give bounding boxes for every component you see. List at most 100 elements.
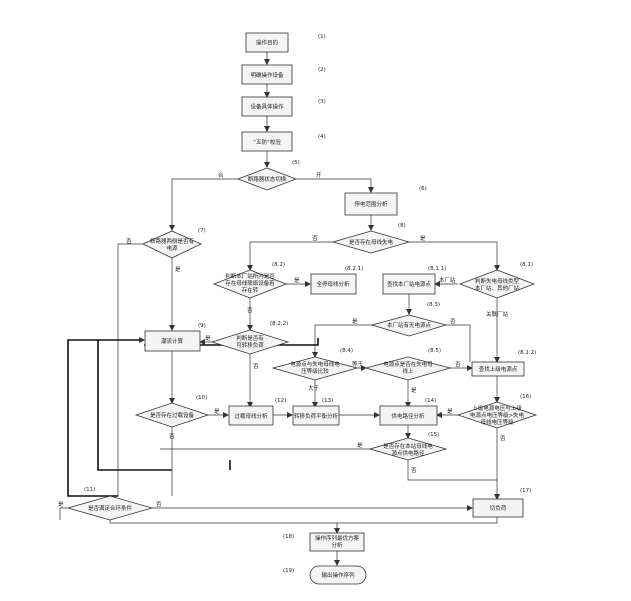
node-11-number: (11) <box>84 487 95 493</box>
node-19: 输出操作序列 (19) <box>283 565 367 585</box>
node-7-edge-no: 否 <box>126 238 132 245</box>
node-8-5-label-line1: 电源点是否在失电母 <box>383 360 433 368</box>
node-8-1-label-line2: 本厂站、其他厂站 <box>475 284 520 292</box>
node-3-label: 设备具体操作 <box>250 103 284 111</box>
node-14-label: 供电路径分析 <box>391 412 425 420</box>
node-8-3-edge-yes: 是 <box>352 318 358 325</box>
node-8-1-2: 查找上级电源点 (8.1.2) <box>471 350 536 377</box>
node-12: 过载母线分析 (12) <box>228 398 286 426</box>
node-8-2-label-line3: 存在转 <box>242 286 259 294</box>
node-8-edge-no: 否 <box>312 235 318 242</box>
node-8-2-1-number: (8.2.1) <box>345 266 363 272</box>
node-16-label-line2: 电源点电压等级>失电 <box>470 411 525 419</box>
node-8-3: 本厂站有无电源点 (8.3) 是 否 <box>352 302 456 337</box>
node-8-5: 电源点是否在失电母 线上 (8.5) 否 是 <box>364 348 461 394</box>
node-17-number: (17) <box>520 488 531 494</box>
node-6-label: 停电范围分析 <box>354 200 388 208</box>
node-8-4: 电源点与失电母线电 压等级比较 (8.4) 大于 等于 <box>271 348 364 392</box>
node-16-number: (16) <box>520 394 531 400</box>
node-17-label: 切负荷 <box>490 504 507 512</box>
node-15-label-line2: 源点供电路径 <box>391 449 425 457</box>
node-9-label: 潮流计算 <box>161 337 184 345</box>
node-7: 断路器两侧是否有 电源 (7) 否 是 <box>126 228 206 273</box>
node-10-number: (10) <box>196 395 207 401</box>
node-1: 操作目的 (1) <box>245 32 326 53</box>
node-8-5-edge-yes: 是 <box>411 387 417 394</box>
node-8-1-2-number: (8.1.2) <box>518 350 536 356</box>
node-6: 停电范围分析 (6) <box>344 186 427 216</box>
node-8-2-2-number: (8.2.2) <box>270 321 288 327</box>
node-8-2-1: 全停母线分析 (8.2.1) <box>310 266 363 295</box>
node-15-edge-yes: 是 <box>357 442 363 449</box>
node-18-number: (18) <box>283 534 294 540</box>
node-4: “五防”校验 (4) <box>241 131 326 152</box>
node-8-3-label: 本厂站有无电源点 <box>387 321 432 329</box>
node-19-label: 输出操作序列 <box>321 571 355 579</box>
node-4-number: (4) <box>318 134 326 140</box>
node-13-label: 转移负荷平衡分析 <box>294 412 339 420</box>
node-8-2-2-label-line2: 可转移负荷 <box>236 341 264 349</box>
node-8-2-2-label-line1: 判断是否有 <box>236 334 264 342</box>
node-18: 操作序列最优方案 分析 (18) <box>283 532 365 552</box>
node-8-2-2-edge-yes: 是 <box>205 335 211 342</box>
node-10-edge-no: 否 <box>169 433 175 440</box>
node-19-number: (19) <box>283 568 294 574</box>
node-7-label-line2: 电源 <box>166 244 178 252</box>
node-18-label-line2: 分析 <box>331 541 343 549</box>
node-7-label-line1: 断路器两侧是否有 <box>150 237 195 245</box>
node-16-edge-yes: 是 <box>447 408 453 415</box>
node-15-label-line1: 是否存在本站母线电 <box>383 442 433 450</box>
node-7-number: (7) <box>198 228 206 234</box>
node-8-4-edge-dayu: 大于 <box>308 384 320 392</box>
node-2: 明确操作设备 (2) <box>241 64 326 85</box>
node-8-2-label-line2: 存在母线联络设备若 <box>225 279 275 287</box>
node-8-2-edge-yes: 是 <box>294 277 300 284</box>
node-3-number: (3) <box>318 99 326 105</box>
node-8-3-edge-no: 否 <box>450 318 456 325</box>
node-11-label: 是否满足合环条件 <box>88 504 133 512</box>
node-5-edge-he: 合 <box>218 171 224 179</box>
node-1-number: (1) <box>318 34 326 40</box>
node-8-2-edge-no: 否 <box>247 307 253 314</box>
node-15: 是否存在本站母线电 源点供电路径 (15) 是 否 <box>357 432 448 474</box>
node-8-4-label-line1: 电源点与失电母线电 <box>290 360 340 368</box>
node-3: 设备具体操作 (3) <box>241 96 326 117</box>
node-5: 断路器状态切换 (5) 合 开 <box>218 160 322 191</box>
node-14-number: (14) <box>425 398 436 404</box>
node-8-2-1-label: 全停母线分析 <box>316 280 350 288</box>
node-2-label: 明确操作设备 <box>250 71 284 79</box>
node-13: 转移负荷平衡分析 (13) <box>292 398 340 426</box>
node-8-1-edge-benchang: 本厂站 <box>439 276 456 284</box>
node-7-edge-yes: 是 <box>175 266 181 273</box>
node-6-number: (6) <box>419 186 427 192</box>
node-11: 是否满足合环条件 (11) 是 否 <box>58 487 162 521</box>
node-10-label: 是否存在过载设备 <box>150 411 195 419</box>
node-8-2-2-edge-no: 否 <box>253 363 259 370</box>
node-1-label: 操作目的 <box>256 39 279 47</box>
connectors <box>59 52 500 566</box>
node-11-edge-no: 否 <box>156 501 162 508</box>
node-8-1-number: (8.1) <box>520 262 533 268</box>
node-8-1-1-number: (8.1.1) <box>428 266 446 272</box>
node-16-label-line1: 上级电源电压与上级 <box>472 404 522 412</box>
node-8-1-1-label: 查找本厂站电源点 <box>387 280 432 288</box>
node-8-3-number: (8.3) <box>427 302 440 308</box>
node-15-edge-no: 否 <box>411 467 417 474</box>
node-8-1: 判断失电母线类型 本厂站、其他厂站 (8.1) 关联厂站 <box>458 262 536 318</box>
node-8-5-edge-no: 否 <box>455 361 461 368</box>
node-14: 供电路径分析 (14) <box>379 398 438 426</box>
node-8-2: 判断本厂站所内是否 存在母线联络设备若 存在转 (8.2) 是 否 <box>212 262 300 314</box>
node-17: 切负荷 (17) <box>472 488 531 518</box>
node-12-label: 过载母线分析 <box>234 412 268 420</box>
node-9-number: (9) <box>198 323 206 329</box>
node-8-2-2: 判断是否有 可转移负荷 (8.2.2) 是 否 <box>205 321 290 370</box>
node-8-4-number: (8.4) <box>340 348 353 354</box>
node-10-edge-yes: 是 <box>214 408 220 415</box>
node-10: 是否存在过载设备 (10) 是 否 <box>134 395 220 440</box>
node-8-4-edge-dengyu: 等于 <box>352 360 364 368</box>
node-8-1-label-line1: 判断失电母线类型 <box>475 277 520 285</box>
node-5-number: (5) <box>292 160 300 166</box>
node-9: 潮流计算 (9) <box>144 323 206 352</box>
node-8-2-label-line1: 判断本厂站所内是否 <box>225 272 275 280</box>
